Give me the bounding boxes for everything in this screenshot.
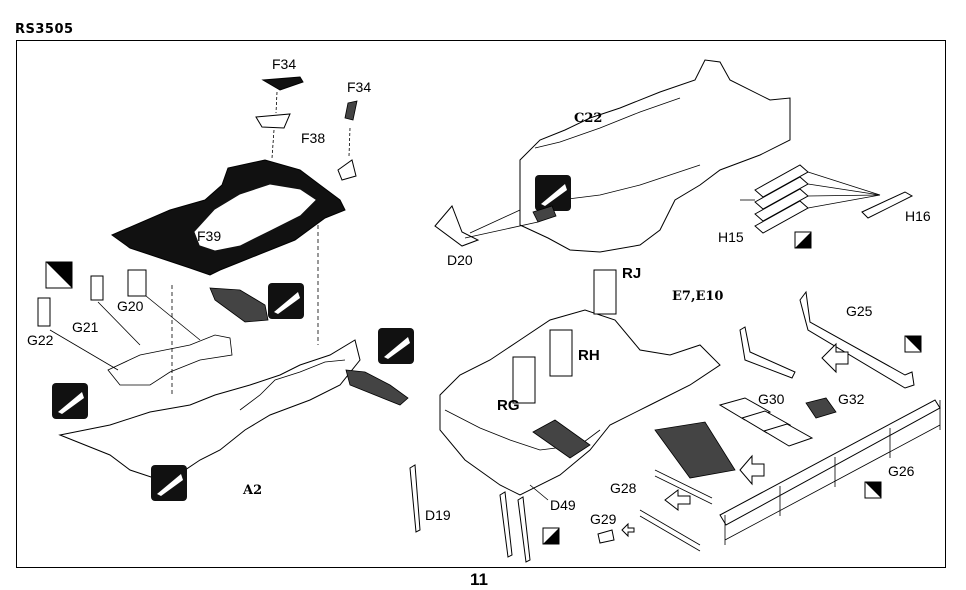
label-g32: G32 [838,391,865,407]
bridge-tower-base [439,309,721,496]
label-g25: G25 [846,303,873,319]
label-h16: H16 [905,208,931,224]
part-g29 [597,529,615,544]
diagram-frame [16,40,946,568]
arrow-left-icon [739,454,765,486]
photo-etch-icon [45,261,73,289]
label-e7e10: E7,E10 [672,289,723,304]
part-g21 [90,275,104,301]
label-d19: D19 [425,507,451,523]
part-bridge-railing [532,419,591,459]
part-g25-arm [739,326,796,379]
part-rg [512,356,536,404]
part-etch-small [532,205,557,223]
label-f34-right: F34 [347,79,371,95]
arrow-right-icon [621,522,635,538]
label-g28: G28 [610,480,637,496]
part-railing-right [345,369,409,406]
part-g32 [805,397,837,419]
label-c22: C22 [574,111,602,126]
photo-etch-icon [794,231,812,249]
kit-code: RS3505 [15,22,74,37]
arrow-left-icon [664,488,691,512]
part-h16 [861,191,914,219]
label-g29: G29 [590,511,617,527]
part-f38 [337,159,357,181]
part-f34-top [261,76,304,91]
etch-detail-icon [268,283,304,319]
etch-detail-icon [151,465,187,501]
part-rj [593,269,617,315]
photo-etch-icon [864,481,882,499]
label-d20: D20 [447,252,473,268]
etch-detail-icon [52,383,88,419]
label-rj: RJ [622,265,641,282]
part-railing-left [209,287,269,323]
label-f39: F39 [197,228,221,244]
photo-etch-icon [904,335,922,353]
part-f39-cutout [194,184,316,251]
part-d49-b [517,496,531,563]
label-f38: F38 [301,130,325,146]
part-g20 [127,269,147,297]
part-d49-a [499,491,513,558]
part-g22 [37,297,51,327]
arrow-left-icon [821,342,849,374]
etch-detail-icon [535,175,571,211]
label-g30: G30 [758,391,785,407]
part-f34-lower [255,113,291,129]
label-g26: G26 [888,463,915,479]
photo-etch-icon [542,527,560,545]
label-g22: G22 [27,332,54,348]
label-g21: G21 [72,319,99,335]
label-f34-top: F34 [272,56,296,72]
etch-detail-icon [378,328,414,364]
part-g30 [718,397,814,447]
part-f34-hatched [344,100,358,121]
label-rh: RH [578,347,600,364]
label-rg: RG [497,397,520,414]
part-rh [549,329,573,377]
label-d49: D49 [550,497,576,513]
page-number: 11 [470,570,488,589]
label-h15: H15 [718,229,744,245]
part-d19 [409,464,421,533]
part-g25 [799,290,915,389]
part-g28-railing [654,421,736,479]
label-g20: G20 [117,298,144,314]
hull-section-left [58,339,361,481]
part-h15 [754,164,809,234]
part-c22 [519,59,791,253]
label-a2: A2 [242,483,262,498]
part-d20 [434,205,480,247]
